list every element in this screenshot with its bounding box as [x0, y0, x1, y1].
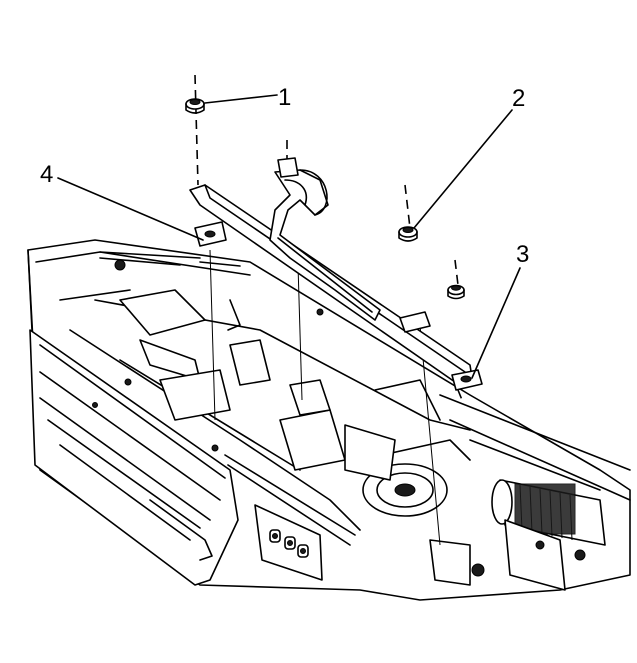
callout-2: 2 — [512, 85, 525, 112]
fastener-nuts — [185, 98, 465, 300]
nut-1 — [185, 98, 205, 114]
leader-3 — [471, 267, 521, 379]
callout-4: 4 — [40, 161, 53, 188]
callout-3: 3 — [516, 241, 529, 268]
leader-1 — [204, 94, 278, 104]
harness-bracket — [189, 157, 483, 391]
leader-4 — [57, 177, 204, 241]
chassis-housing — [27, 239, 631, 601]
leader-2 — [413, 109, 513, 229]
callout-labels: 1 2 3 4 — [40, 84, 529, 268]
nut-2 — [398, 226, 418, 242]
nut-3 — [447, 284, 465, 300]
callout-leaders — [57, 94, 521, 379]
callout-1: 1 — [278, 84, 291, 111]
alignment-lines — [194, 74, 463, 546]
